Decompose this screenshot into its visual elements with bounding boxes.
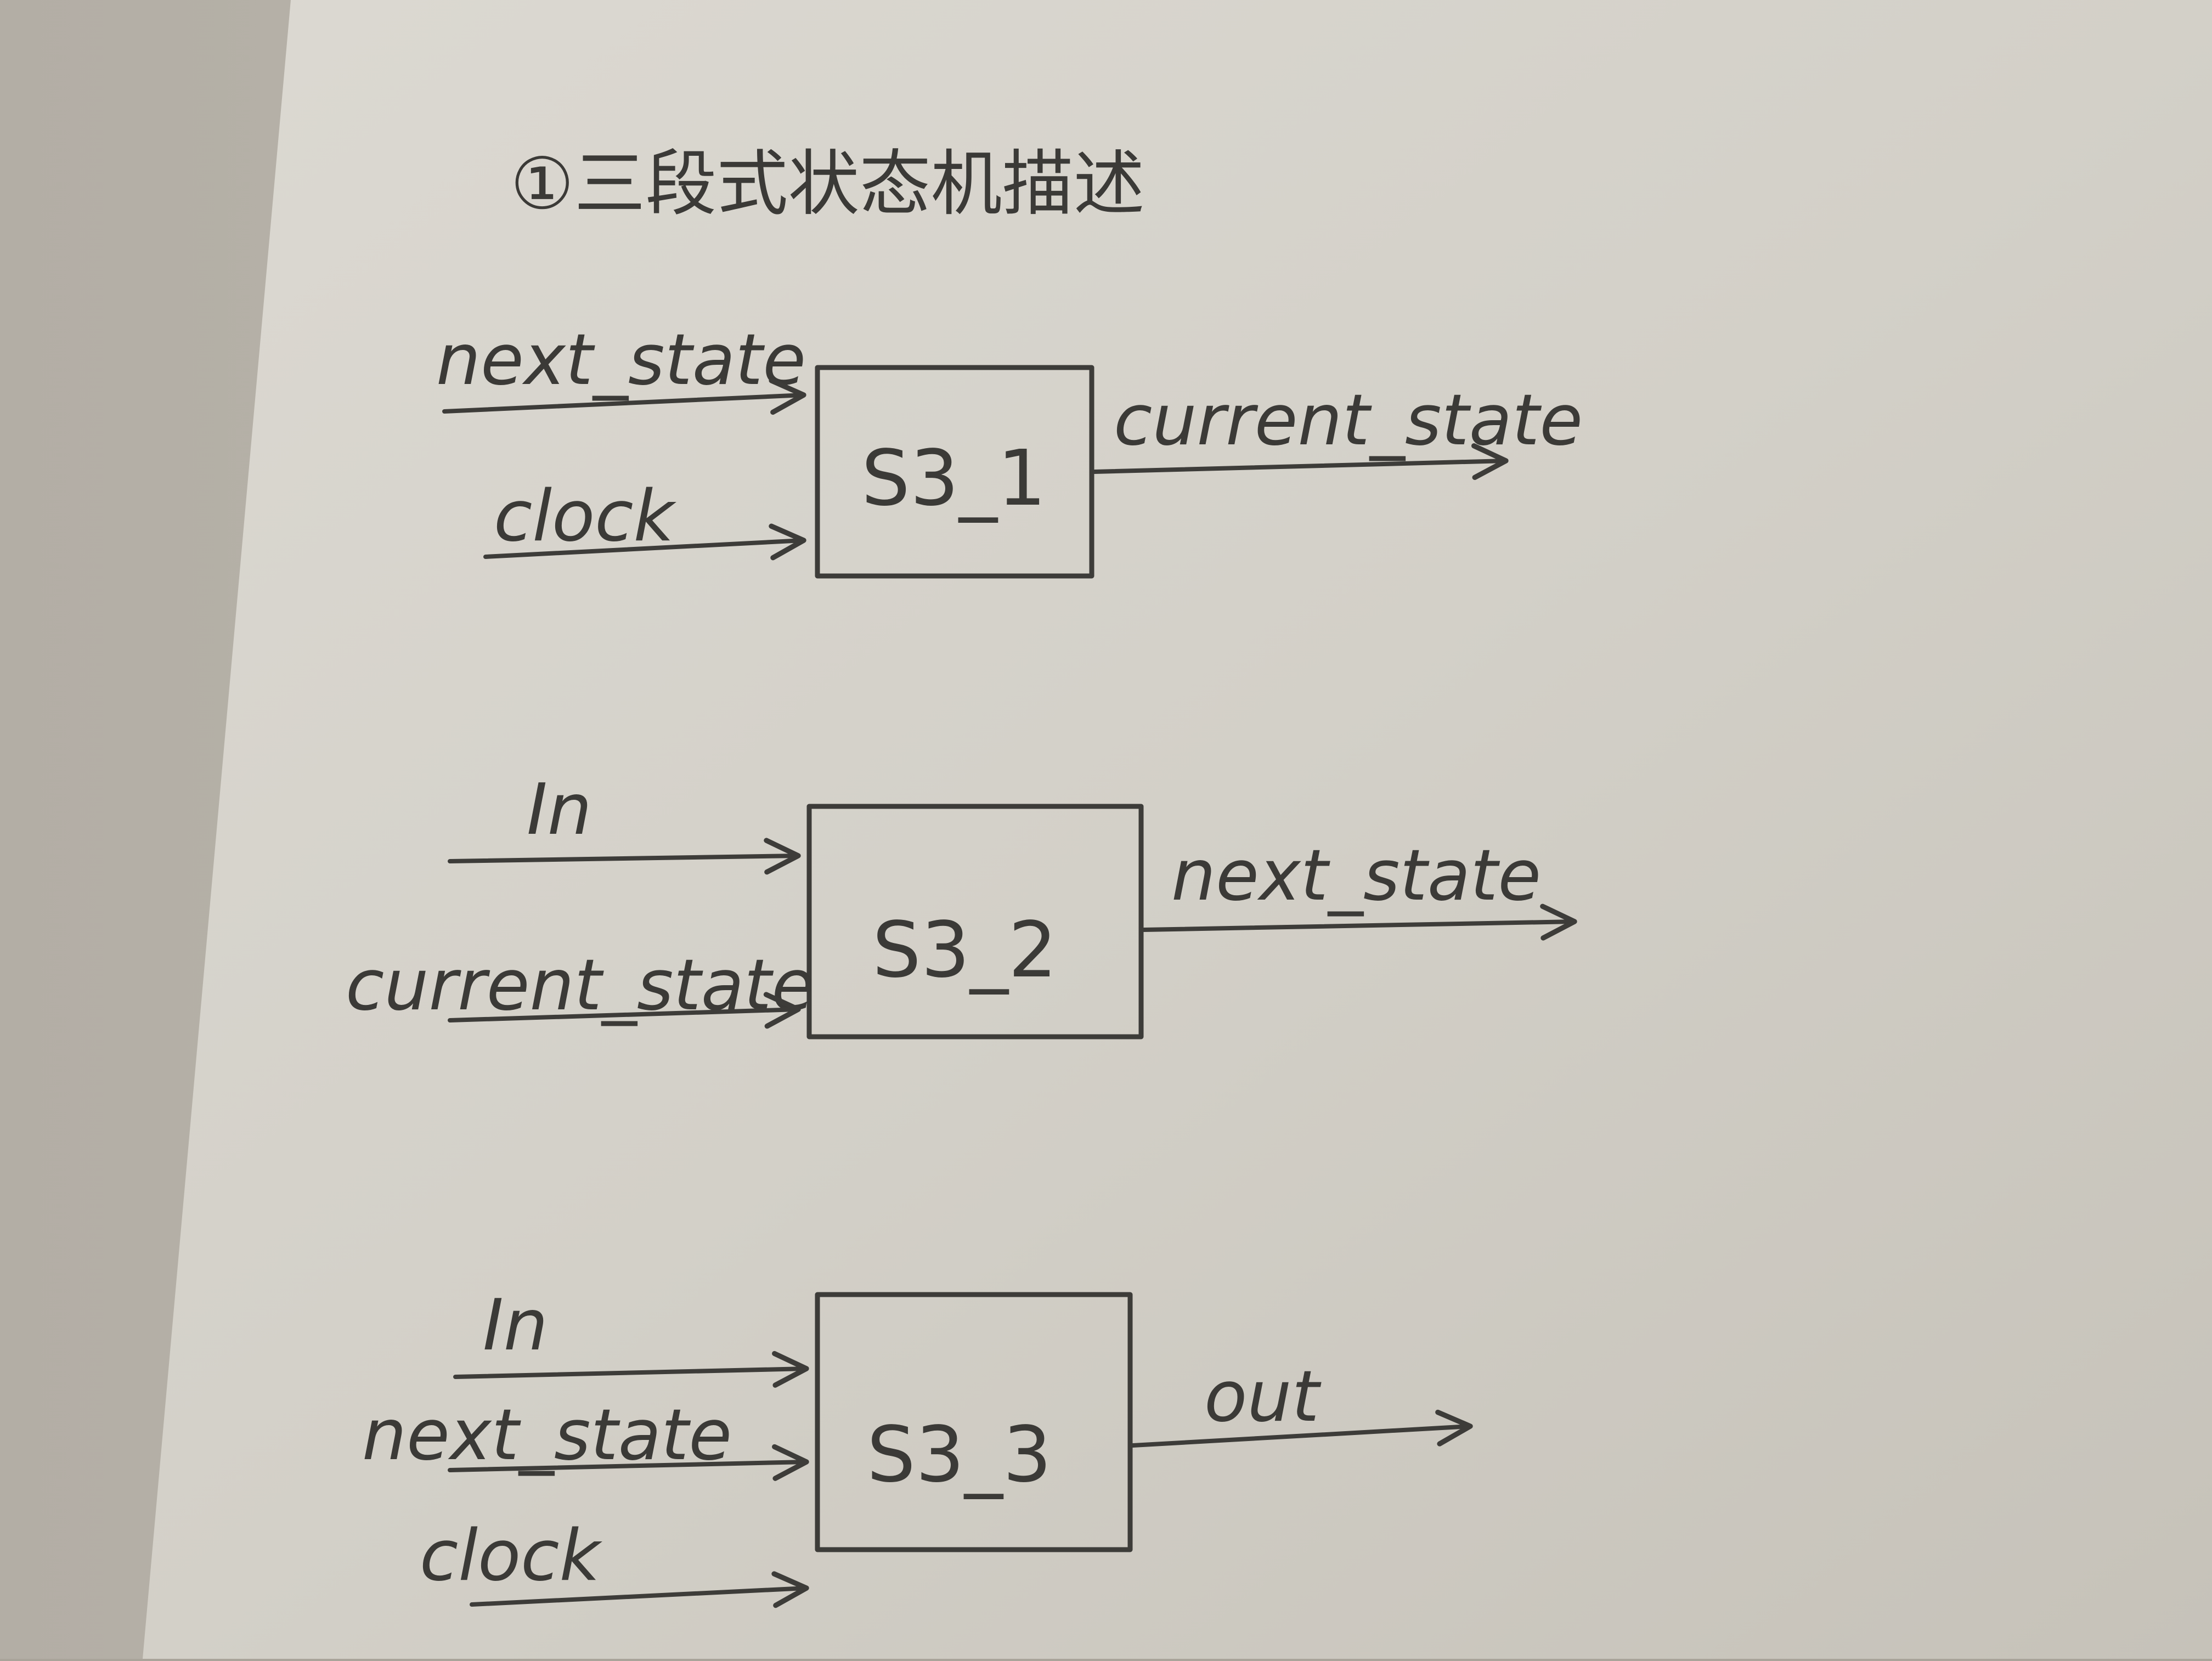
block-s3-2-label: S3_2 [872, 906, 1057, 995]
s3-2-input-in-label: In [527, 769, 592, 851]
s3-3-input-in-label: In [483, 1285, 548, 1366]
block-s3-1: S3_1 next_state clock current_state [436, 319, 1583, 579]
s3-1-input-next-state-label: next_state [436, 319, 806, 401]
s3-1-output-current-state-label: current_state [1114, 380, 1583, 461]
block-s3-1-label: S3_1 [861, 434, 1046, 523]
block-s3-1-box [815, 365, 1094, 579]
s3-1-input-clock-arrow [483, 523, 806, 561]
block-s3-3-label: S3_3 [867, 1410, 1052, 1500]
s3-2-output-next-state-label: next_state [1171, 835, 1541, 917]
s3-3-input-next-state-arrow [448, 1444, 809, 1481]
block-s3-3: S3_3 In next_state clock out [362, 1285, 1473, 1608]
s3-3-input-next-state-label: next_state [362, 1394, 732, 1476]
s3-1-output-current-state-arrow [1092, 443, 1509, 481]
s3-3-input-clock-label: clock [420, 1515, 603, 1597]
s3-1-input-next-state-arrow [442, 378, 806, 415]
block-s3-2-box [806, 804, 1144, 1039]
block-s3-3-box [815, 1292, 1133, 1552]
s3-3-input-in-arrow [453, 1351, 809, 1388]
s3-2-output-next-state-arrow [1142, 903, 1577, 941]
s3-2-input-current-state-arrow [448, 992, 801, 1029]
s3-3-output-out-arrow [1131, 1409, 1473, 1448]
diagram-title: ①三段式状态机描述 [510, 142, 1145, 225]
block-s3-2: S3_2 In current_state next_state [346, 769, 1577, 1039]
s3-3-input-clock-arrow [470, 1571, 809, 1608]
s3-1-input-clock-label: clock [494, 476, 677, 557]
s3-2-input-in-arrow [448, 838, 801, 875]
paper-sheet [143, 0, 2212, 1659]
s3-3-output-out-label: out [1204, 1356, 1322, 1438]
